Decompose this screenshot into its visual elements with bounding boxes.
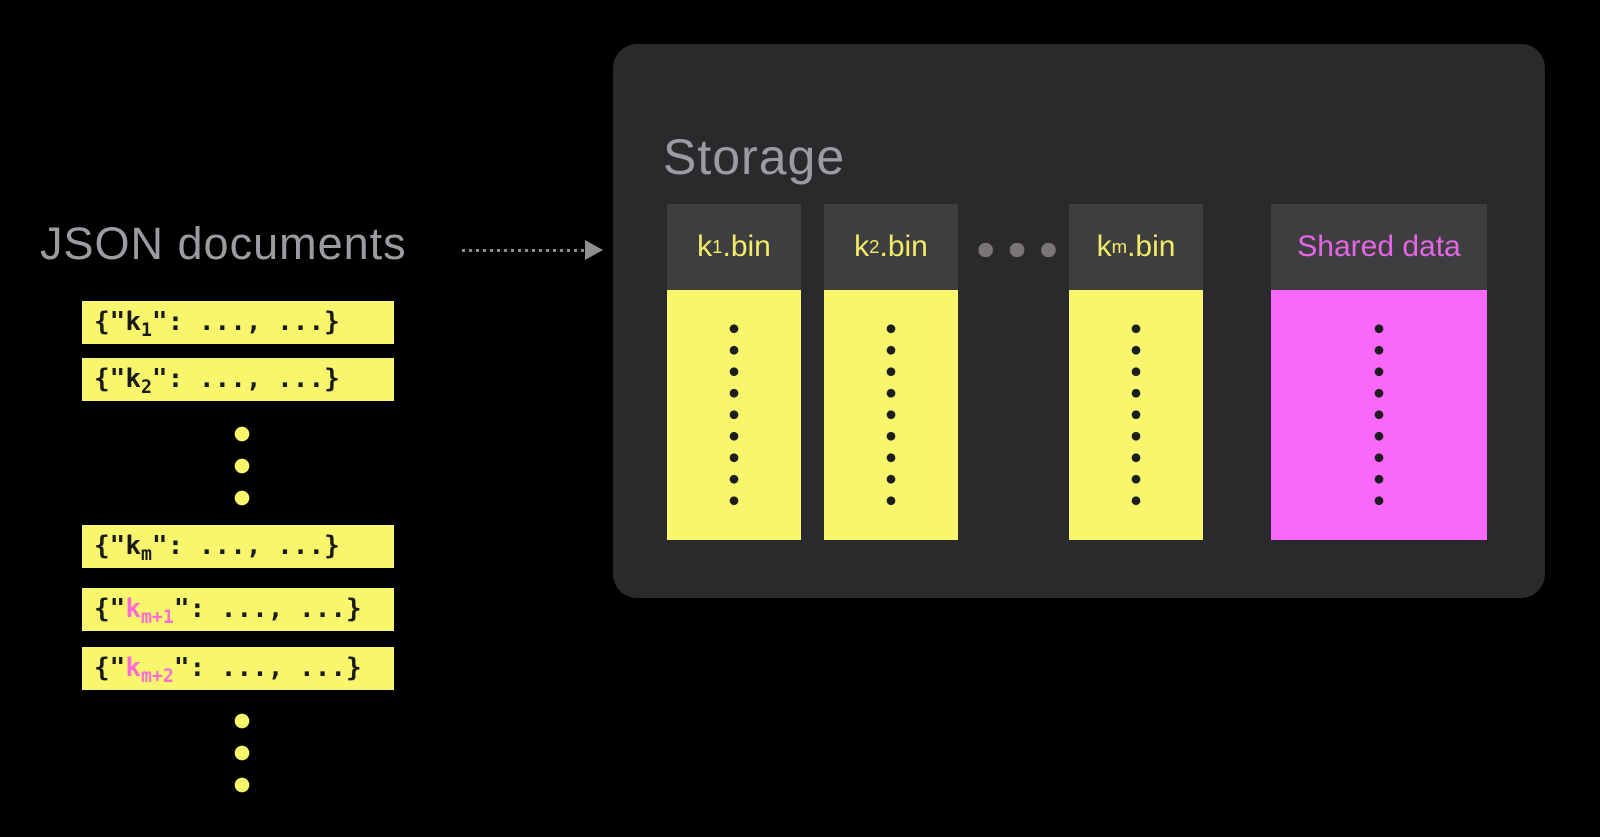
json-doc-row-m: {"km": ..., ...} bbox=[82, 525, 394, 568]
ellipsis-vertical-icon bbox=[234, 705, 250, 801]
doc-text: {"k2": ..., ...} bbox=[94, 364, 340, 399]
arrow-right-icon bbox=[585, 240, 603, 260]
ellipsis-vertical-icon bbox=[729, 318, 739, 512]
doc-text: {"k1": ..., ...} bbox=[94, 307, 340, 342]
bin-body bbox=[1069, 290, 1203, 540]
json-doc-row-m1: {"km+1": ..., ...} bbox=[82, 588, 394, 631]
doc-text: {"km+1": ..., ...} bbox=[94, 594, 362, 629]
bin-header: Shared data bbox=[1271, 204, 1487, 290]
ellipsis-vertical-icon bbox=[234, 418, 250, 514]
dotted-arrow-line bbox=[462, 249, 586, 252]
json-doc-row-m2: {"km+2": ..., ...} bbox=[82, 647, 394, 690]
ellipsis-vertical-icon bbox=[1131, 318, 1141, 512]
bin-body bbox=[1271, 290, 1487, 540]
bin-body bbox=[824, 290, 958, 540]
ellipsis-horizontal-icon bbox=[970, 243, 1064, 257]
ellipsis-vertical-icon bbox=[886, 318, 896, 512]
bin-body bbox=[667, 290, 801, 540]
json-doc-row-1: {"k1": ..., ...} bbox=[82, 301, 394, 344]
json-doc-row-2: {"k2": ..., ...} bbox=[82, 358, 394, 401]
storage-bin-shared-data: Shared data bbox=[1271, 204, 1487, 540]
json-documents-label: JSON documents bbox=[40, 218, 407, 269]
doc-text: {"km": ..., ...} bbox=[94, 531, 340, 566]
storage-title: Storage bbox=[663, 129, 846, 185]
doc-text: {"km+2": ..., ...} bbox=[94, 653, 362, 688]
ellipsis-vertical-icon bbox=[1374, 318, 1384, 512]
